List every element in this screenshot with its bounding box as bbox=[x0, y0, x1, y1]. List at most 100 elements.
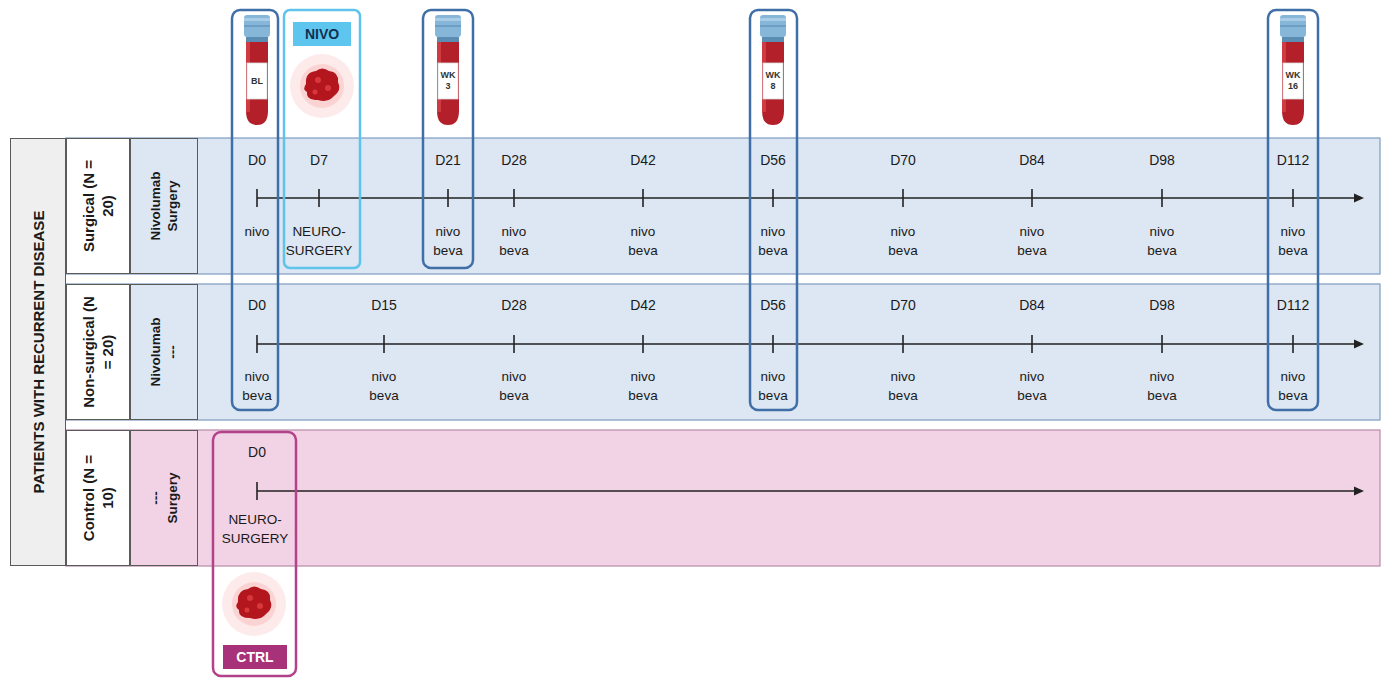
timeline-tick bbox=[902, 189, 904, 207]
timeline-tick bbox=[513, 335, 515, 353]
timeline-tick bbox=[902, 335, 904, 353]
tag-text: NIVO bbox=[305, 25, 339, 43]
treatment-label: nivo beva bbox=[1140, 222, 1184, 260]
day-label: D112 bbox=[1263, 296, 1323, 315]
tube-label: BL bbox=[247, 76, 267, 87]
vertical-label: PATIENTS WITH RECURRENT DISEASE bbox=[29, 142, 48, 562]
timeline-tick bbox=[1031, 335, 1033, 353]
timeline-tick bbox=[772, 189, 774, 207]
day-label: D0 bbox=[227, 443, 287, 462]
arm-tag: CTRL bbox=[223, 645, 287, 669]
rotated-text-frame: Nivolumab--- bbox=[147, 287, 181, 417]
day-label: D0 bbox=[227, 296, 287, 315]
treatment-label: nivo beva bbox=[1010, 367, 1054, 405]
rotated-text-frame: NivolumabSurgery bbox=[147, 141, 181, 271]
day-label: D84 bbox=[1002, 296, 1062, 315]
tube-label-area: WK 8 bbox=[763, 63, 783, 99]
group-cell: Surgical (N = 20) bbox=[66, 138, 130, 274]
timeline-tick bbox=[513, 189, 515, 207]
vertical-label: Surgery bbox=[164, 141, 181, 271]
vertical-label: Control (N = 10) bbox=[79, 442, 117, 554]
timeline-tick bbox=[642, 189, 644, 207]
vertical-label: --- bbox=[147, 433, 164, 563]
rotated-text-frame: ---Surgery bbox=[147, 433, 181, 563]
day-label: D7 bbox=[289, 151, 349, 170]
tumor-icon bbox=[222, 572, 286, 636]
treatment-label: nivo beva bbox=[235, 367, 279, 405]
day-label: D70 bbox=[873, 151, 933, 170]
population-panel: PATIENTS WITH RECURRENT DISEASE bbox=[10, 138, 66, 566]
arm-tag: NIVO bbox=[293, 22, 351, 46]
vertical-label: Nivolumab bbox=[147, 141, 164, 271]
blood-tube: WK 8 bbox=[756, 15, 790, 127]
axis-arrowhead bbox=[1354, 194, 1364, 496]
timeline-tick bbox=[318, 189, 320, 207]
timeline-tick bbox=[642, 335, 644, 353]
treatment-label: nivo beva bbox=[1010, 222, 1054, 260]
day-label: D98 bbox=[1132, 151, 1192, 170]
treatment-label: nivo beva bbox=[492, 367, 536, 405]
day-label: D0 bbox=[227, 151, 287, 170]
treatment-label: nivo beva bbox=[621, 222, 665, 260]
tube-label-area: BL bbox=[247, 63, 267, 99]
group-band bbox=[66, 284, 1380, 420]
rotated-text-frame: PATIENTS WITH RECURRENT DISEASE bbox=[29, 142, 48, 562]
sampling-outline bbox=[213, 10, 1318, 676]
rotated-text-frame: Surgical (N = 20) bbox=[79, 150, 117, 262]
timeline-tick bbox=[383, 335, 385, 353]
blood-tube: BL bbox=[240, 15, 274, 127]
timeline-tick bbox=[256, 482, 258, 500]
blood-tube: WK 16 bbox=[1276, 15, 1310, 127]
day-label: D98 bbox=[1132, 296, 1192, 315]
timeline-ticks bbox=[257, 189, 1293, 500]
day-label: D56 bbox=[743, 296, 803, 315]
vertical-label: --- bbox=[164, 287, 181, 417]
vertical-label: Non-surgical (N = 20) bbox=[79, 296, 117, 408]
blood-tube: WK 3 bbox=[431, 15, 465, 127]
timeline-tick bbox=[447, 189, 449, 207]
vertical-label: Nivolumab bbox=[147, 287, 164, 417]
procedure-label: NEURO- SURGERY bbox=[279, 222, 359, 260]
tube-label: WK 8 bbox=[763, 70, 783, 92]
treatment-cell: ---Surgery bbox=[130, 430, 198, 566]
treatment-label: nivo bbox=[235, 222, 279, 241]
treatment-label: nivo beva bbox=[881, 367, 925, 405]
tube-label: WK 16 bbox=[1283, 70, 1303, 92]
treatment-label: nivo beva bbox=[492, 222, 536, 260]
tag-text: CTRL bbox=[236, 648, 273, 666]
treatment-label: nivo beva bbox=[1271, 367, 1315, 405]
treatment-label: nivo beva bbox=[881, 222, 925, 260]
timeline-tick bbox=[1031, 189, 1033, 207]
day-label: D42 bbox=[613, 151, 673, 170]
timeline-tick bbox=[772, 335, 774, 353]
group-band bbox=[66, 138, 1380, 274]
rotated-text-frame: Non-surgical (N = 20) bbox=[79, 296, 117, 408]
treatment-label: nivo beva bbox=[1140, 367, 1184, 405]
timeline-tick bbox=[256, 335, 258, 353]
day-label: D70 bbox=[873, 296, 933, 315]
treatment-label: nivo beva bbox=[751, 222, 795, 260]
timeline-tick bbox=[1292, 335, 1294, 353]
treatment-label: nivo beva bbox=[621, 367, 665, 405]
timeline-tick bbox=[1292, 189, 1294, 207]
timeline-tick bbox=[256, 189, 258, 207]
tumor-icon bbox=[290, 54, 354, 118]
treatment-label: nivo beva bbox=[426, 222, 470, 260]
treatment-label: nivo beva bbox=[751, 367, 795, 405]
day-label: D28 bbox=[484, 296, 544, 315]
day-label: D56 bbox=[743, 151, 803, 170]
group-band bbox=[66, 430, 1380, 566]
day-label: D15 bbox=[354, 296, 414, 315]
timeline-tick bbox=[1161, 189, 1163, 207]
tube-label: WK 3 bbox=[438, 70, 458, 92]
group-cell: Control (N = 10) bbox=[66, 430, 130, 566]
vertical-label: Surgical (N = 20) bbox=[79, 150, 117, 262]
day-label: D42 bbox=[613, 296, 673, 315]
group-cell: Non-surgical (N = 20) bbox=[66, 284, 130, 420]
treatment-cell: Nivolumab--- bbox=[130, 284, 198, 420]
vertical-label: Surgery bbox=[164, 433, 181, 563]
day-label: D28 bbox=[484, 151, 544, 170]
rotated-text-frame: Control (N = 10) bbox=[79, 442, 117, 554]
